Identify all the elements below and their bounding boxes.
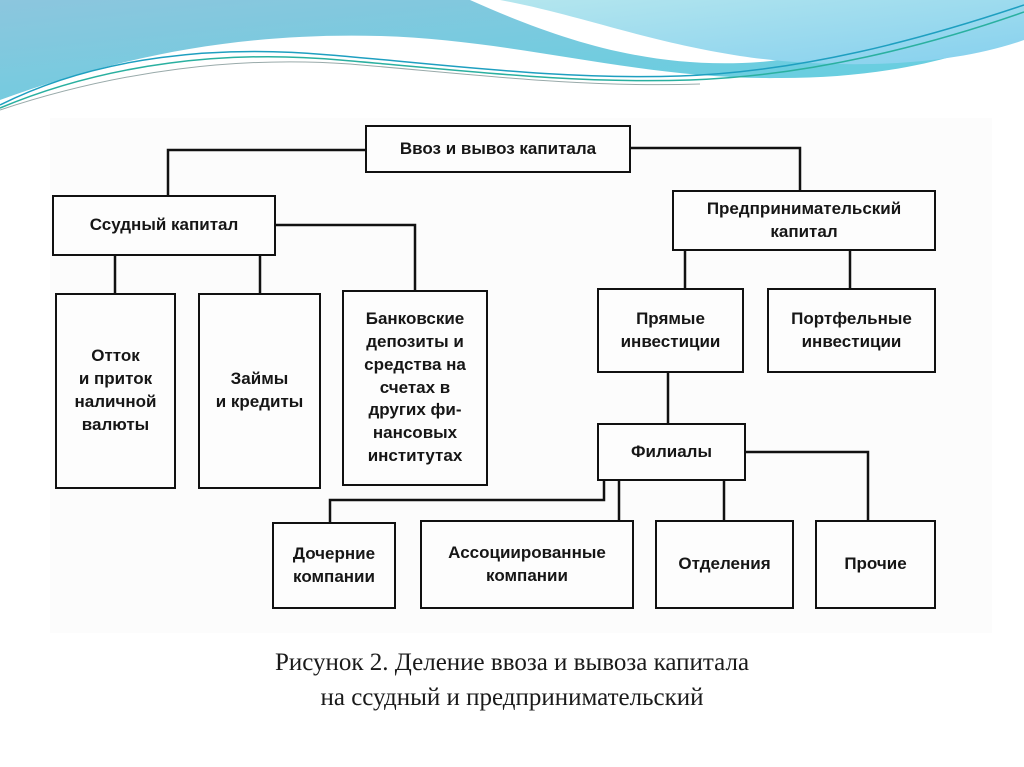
node-subsidiaries: Дочерние компании [272, 522, 396, 609]
node-cash-flow: Отток и приток наличной валюты [55, 293, 176, 489]
node-divisions: Отделения [655, 520, 794, 609]
caption-line-1: Рисунок 2. Деление ввоза и вывоза капита… [274, 649, 750, 676]
caption-line-2: на ссудный и предпринимательский [320, 683, 704, 711]
node-associated-companies: Ассоциированные компании [420, 520, 634, 609]
figure-caption: Рисунок 2. Деление ввоза и вывоза капита… [0, 646, 1024, 715]
decorative-wave-header [0, 0, 1024, 111]
node-entrepreneurial-capital: Предпринимательский капитал [672, 190, 936, 251]
node-direct-investments: Прямые инвестиции [597, 288, 744, 373]
node-portfolio-investments: Портфельные инвестиции [767, 288, 936, 373]
node-capital-import-export: Ввоз и вывоз капитала [365, 125, 631, 173]
node-loan-capital: Ссудный капитал [52, 195, 276, 256]
node-bank-deposits: Банковские депозиты и средства на счетах… [342, 290, 488, 486]
node-other: Прочие [815, 520, 936, 609]
node-loans: Займы и кредиты [198, 293, 321, 489]
node-branches: Филиалы [597, 423, 746, 481]
